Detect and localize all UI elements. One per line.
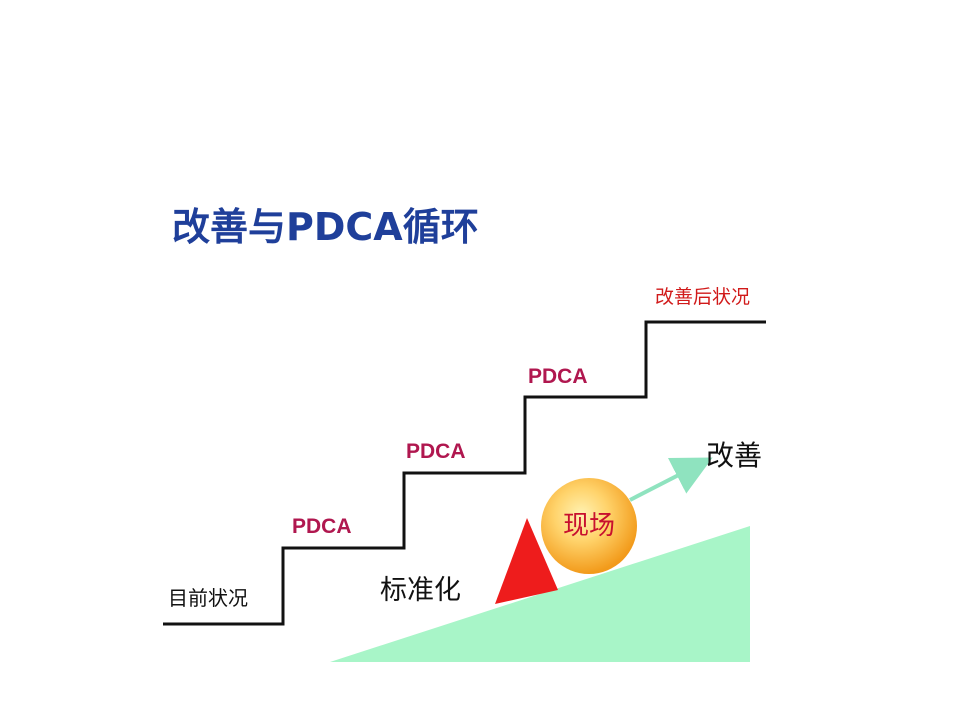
current-state-label: 目前状况 (168, 582, 248, 611)
page-title: 改善与PDCA循环 (172, 196, 479, 251)
improve-arrow (630, 463, 702, 500)
pdca-step-1-label: PDCA (292, 515, 352, 539)
gemba-label: 现场 (541, 478, 637, 574)
pdca-step-2-label: PDCA (406, 440, 466, 464)
pdca-step-3-label: PDCA (528, 365, 588, 389)
after-state-label: 改善后状况 (655, 282, 750, 309)
standardize-label: 标准化 (380, 568, 461, 607)
improve-label: 改善 (706, 434, 762, 474)
